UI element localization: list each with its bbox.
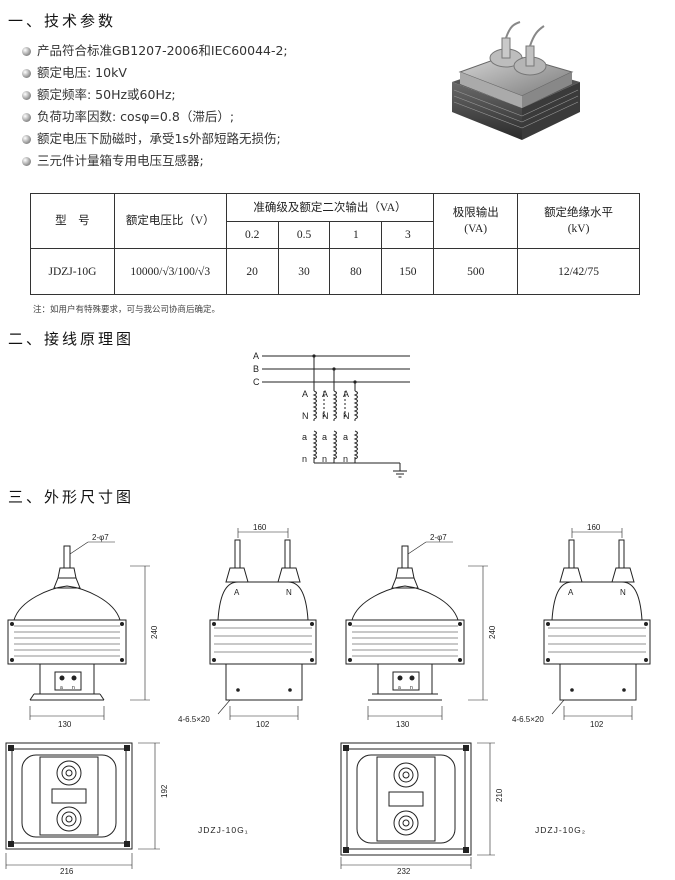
front-view-2: 2-φ7 240 130 a n [345,533,497,729]
secondary-label-n: n [302,454,307,464]
bus-label-c: C [253,377,260,387]
secondary-label-n: n [322,454,327,464]
plate-label-n: n [410,685,413,691]
primary-label-a: A [302,389,308,399]
bullet-icon [22,157,31,166]
header-model: 型 号 [30,193,115,249]
cell-output: 20 [225,248,279,295]
bullet-item: 三元件计量箱专用电压互感器; [22,150,288,172]
table-row: JDZJ-10G 10000/√3/100/√3 20 30 80 150 50… [30,248,640,295]
side-view-2: 160 A N 4-6.5×20 102 [512,523,651,729]
terminal-n-label: N [286,588,292,597]
terminal-a-label: A [568,588,574,597]
bullet-item: 额定电压: 10kV [22,62,288,84]
spec-bullet-list: 产品符合标准GB1207-2006和IEC60044-2; 额定电压: 10kV… [22,40,288,172]
primary-label-a: A [322,389,328,399]
pitch-label: 160 [587,523,601,532]
height-dim-label: 240 [150,625,159,639]
product-photo [452,21,580,140]
caption-model-1: JDZJ-10G₁ [198,825,249,835]
bus-label-b: B [253,364,259,374]
cell-output: 150 [381,248,435,295]
primary-label-n: N [322,411,329,421]
accuracy-class: 0.2 [225,221,279,249]
base-width-label: 130 [58,720,72,729]
mount-label: 4-6.5×20 [512,715,544,724]
cell-model: JDZJ-10G [30,248,115,295]
top-width-label: 232 [397,867,411,875]
front-view-1: 2-φ7 240 130 a n [7,533,159,729]
top-width-label: 216 [60,867,74,875]
plate-label-a: a [398,685,401,691]
cell-output: 30 [277,248,331,295]
base-width-label: 130 [396,720,410,729]
bullet-item: 额定频率: 50Hz或60Hz; [22,84,288,106]
bus-label-a: A [253,351,259,361]
mount-label: 4-6.5×20 [178,715,210,724]
section-2-title: 二、接线原理图 [8,330,135,348]
mount-width-label: 102 [590,720,604,729]
cell-ratio: 10000/√3/100/√3 [113,248,227,295]
terminal-a-label: A [234,588,240,597]
pitch-label: 160 [253,523,267,532]
cell-output: 80 [329,248,383,295]
secondary-label-n: n [343,454,348,464]
phi-label: 2-φ7 [430,533,447,542]
terminal-n-label: N [620,588,626,597]
spec-table: 型 号 额定电压比（V） 准确级及额定二次输出（VA） 极限输出 (VA) 额定… [30,193,640,295]
cell-limit: 500 [433,248,519,295]
accuracy-class: 0.5 [277,221,331,249]
bullet-icon [22,113,31,122]
bullet-icon [22,69,31,78]
cell-insulation: 12/42/75 [517,248,640,295]
wiring-diagram: A B C A A A N N N a a a n n n [253,351,410,478]
secondary-label-a: a [343,432,348,442]
side-view-1: 160 A N 4-6.5×20 102 [178,523,317,729]
header-accuracy-output: 准确级及额定二次输出（VA） [225,193,435,222]
header-limit-output: 极限输出 (VA) [433,193,519,249]
accuracy-class: 3 [381,221,435,249]
top-height-label: 210 [495,788,504,802]
section-1-title: 一、技术参数 [8,12,117,30]
height-dim-label: 240 [488,625,497,639]
bullet-item: 额定电压下励磁时，承受1s外部短路无损伤; [22,128,288,150]
plate-label-n: n [72,685,75,691]
bullet-item: 产品符合标准GB1207-2006和IEC60044-2; [22,40,288,62]
secondary-label-a: a [302,432,307,442]
mount-width-label: 102 [256,720,270,729]
bullet-item: 负荷功率因数: cosφ=0.8（滞后）; [22,106,288,128]
top-height-label: 192 [160,784,169,798]
top-view-1: 192 216 [5,742,169,875]
bullet-icon [22,91,31,100]
secondary-label-a: a [322,432,327,442]
coil-windings [312,390,358,460]
section-3-title: 三、外形尺寸图 [8,488,135,506]
phi-label: 2-φ7 [92,533,109,542]
bullet-icon [22,47,31,56]
accuracy-class: 1 [329,221,383,249]
header-voltage-ratio: 额定电压比（V） [113,193,227,249]
caption-model-2: JDZJ-10G₂ [535,825,587,835]
bullet-icon [22,135,31,144]
primary-label-n: N [302,411,309,421]
plate-label-a: a [60,685,63,691]
primary-label-n: N [343,411,350,421]
table-note: 注：如用户有特殊要求，可与我公司协商后确定。 [33,305,221,315]
primary-label-a: A [343,389,349,399]
top-view-2: 210 232 [340,742,504,875]
header-insulation-level: 额定绝缘水平 (kV) [517,193,640,249]
